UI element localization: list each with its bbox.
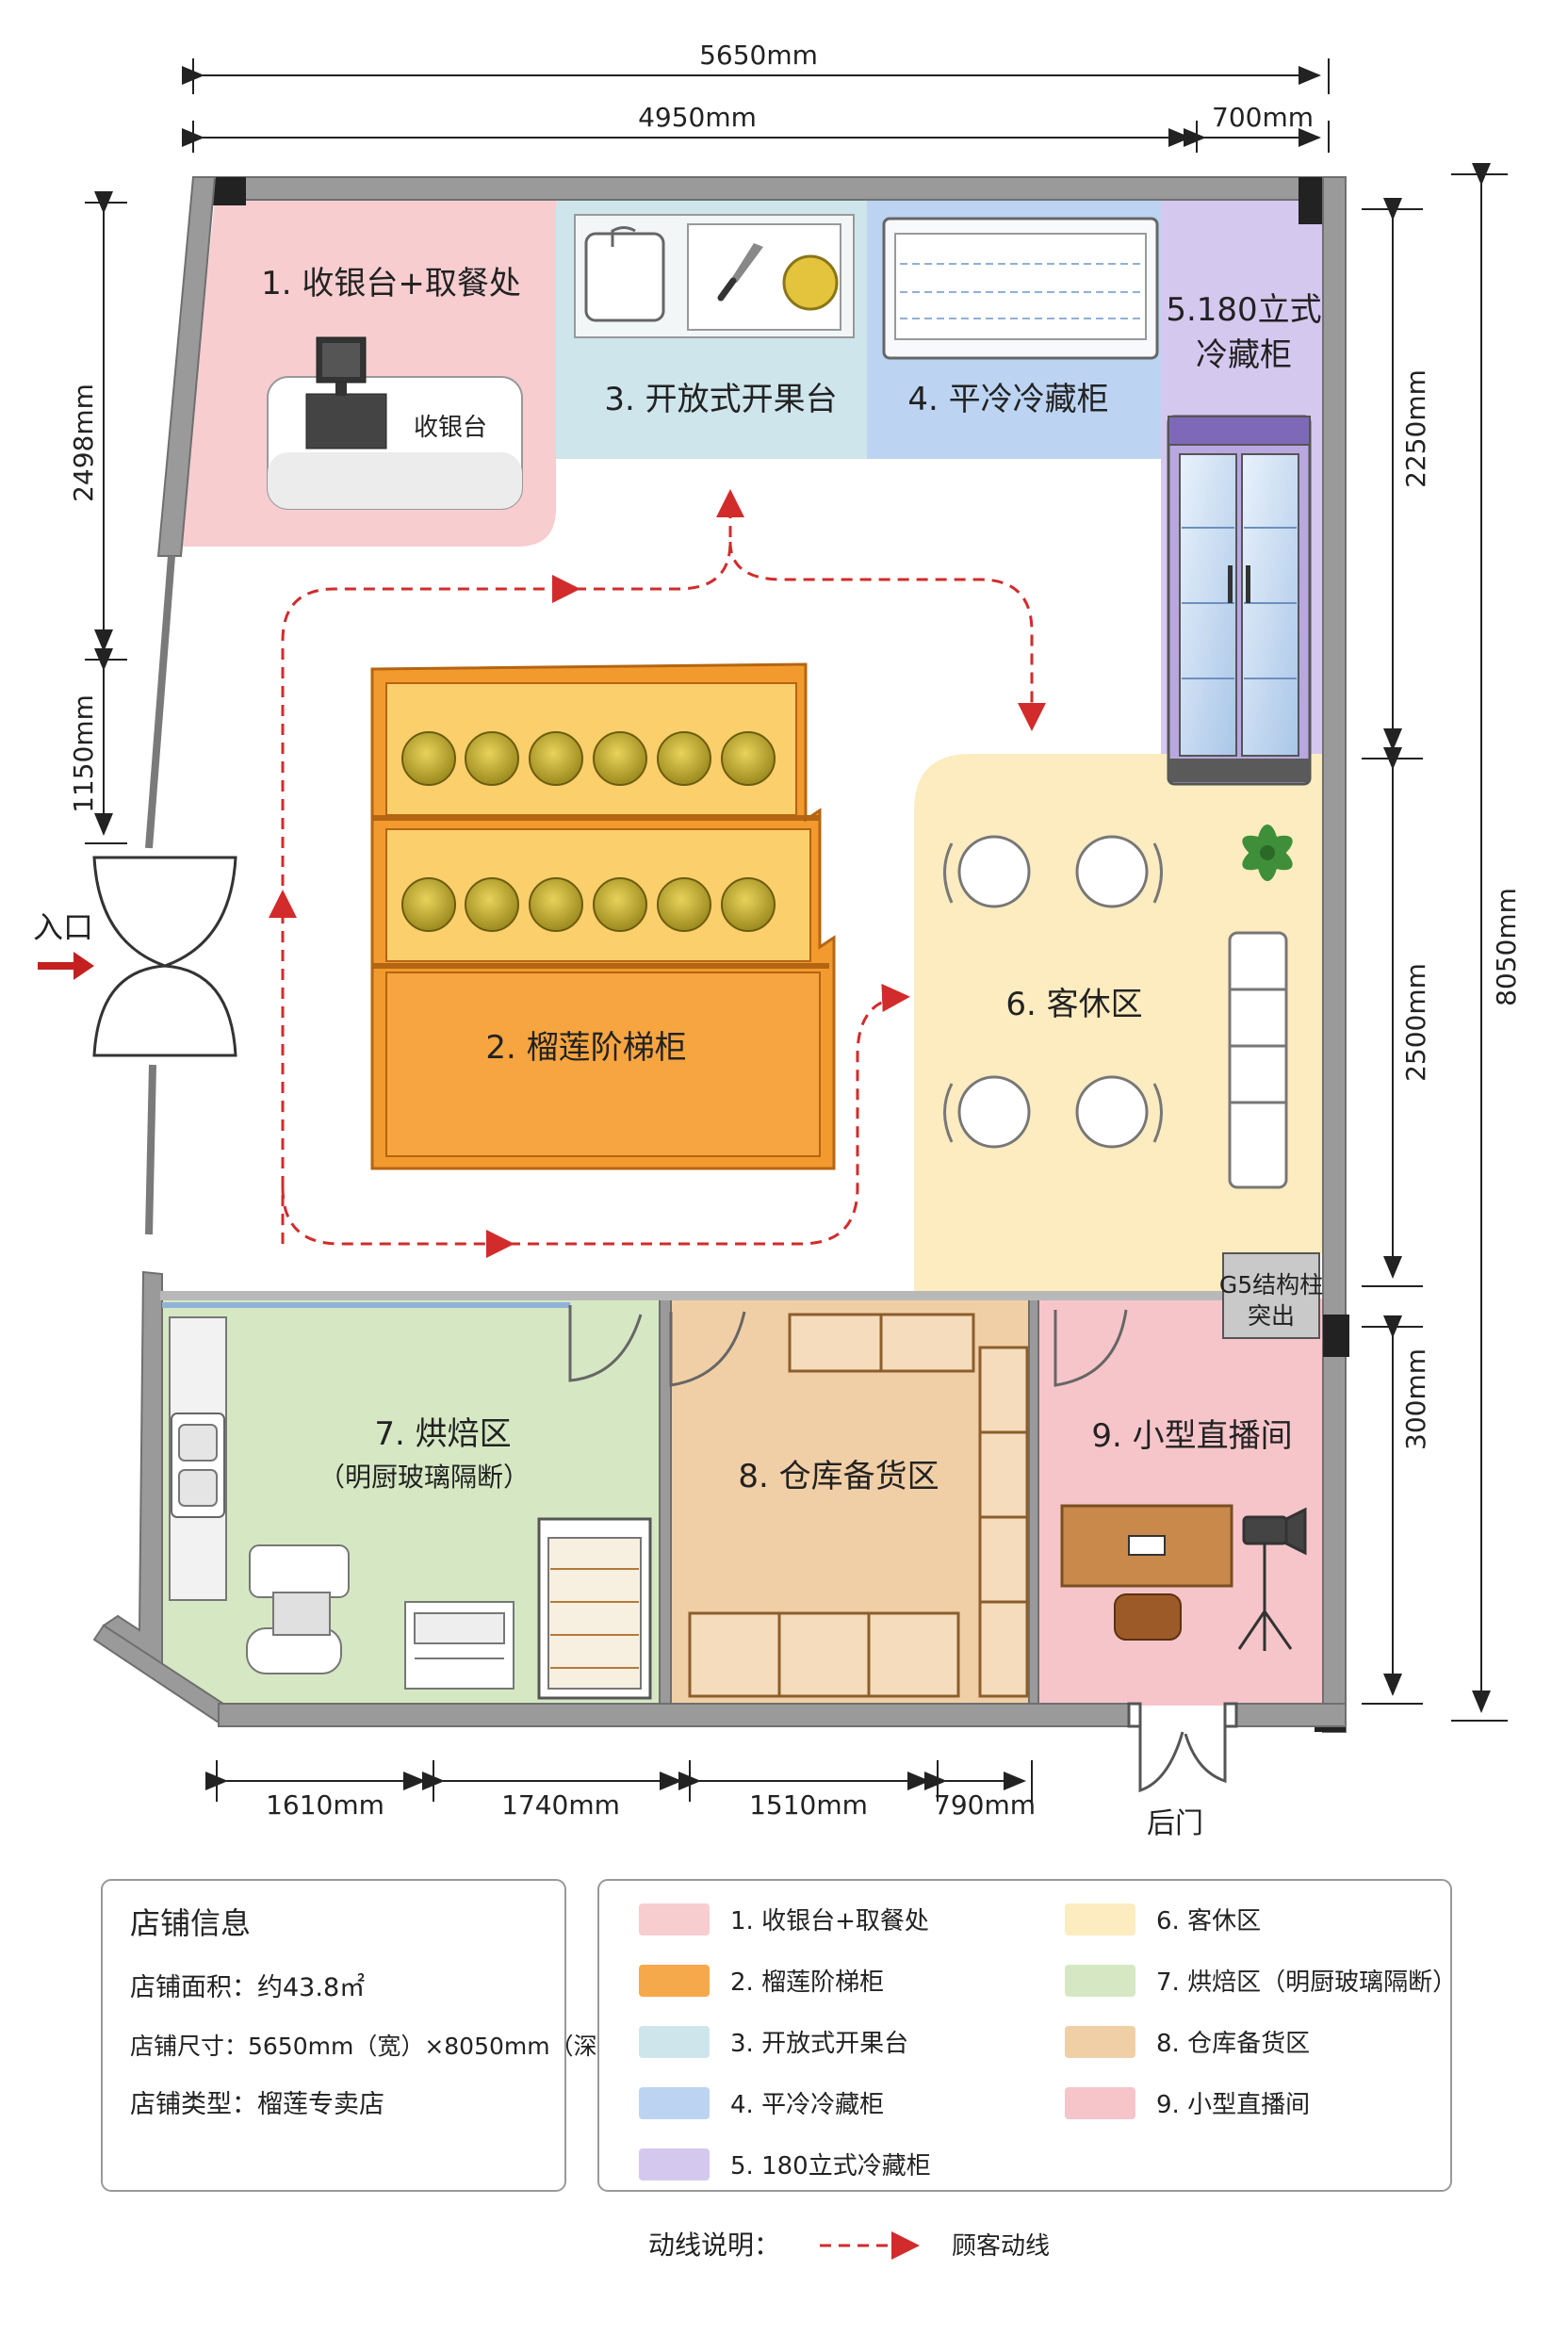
durian-icon	[721, 877, 776, 932]
durian-icon	[529, 731, 583, 786]
legend-label: 8. 仓库备货区	[1156, 2030, 1310, 2058]
durian-icon	[401, 877, 456, 932]
dim-left-lower: 1150mm	[68, 694, 99, 813]
dim-right-low: 300mm	[1400, 1348, 1431, 1450]
zone-3-label: 3. 开放式开果台	[604, 381, 837, 418]
dim-side-width: 700mm	[1212, 102, 1314, 133]
zone-8-label: 8. 仓库备货区	[738, 1458, 939, 1495]
dim-main-width: 4950mm	[638, 102, 757, 133]
legend-swatch	[639, 2148, 710, 2180]
structural-column	[1222, 1252, 1320, 1339]
info-size: 店铺尺寸：5650mm（宽）×8050mm（深）	[130, 2033, 621, 2060]
durian-icon	[657, 877, 711, 932]
cashier-counter	[267, 336, 523, 510]
camera-icon	[1237, 1507, 1307, 1651]
dim-right-top: 2250mm	[1400, 369, 1431, 488]
zone-1-label: 1. 收银台+取餐处	[261, 265, 521, 302]
info-type: 店铺类型：榴莲专卖店	[130, 2090, 384, 2119]
legend-label: 2. 榴莲阶梯柜	[730, 1968, 884, 1997]
back-door-label: 后门	[1147, 1807, 1203, 1840]
legend-swatch	[639, 1903, 710, 1936]
live-room-door[interactable]	[1054, 1309, 1128, 1387]
dim-total-width: 5650mm	[699, 40, 818, 71]
back-door[interactable]	[1127, 1702, 1238, 1793]
zone-5-label-line2: 冷藏柜	[1196, 336, 1292, 374]
flow-legend-label: 顾客动线	[952, 2232, 1050, 2261]
column-label-line2: 突出	[1248, 1302, 1295, 1330]
durian-icon	[465, 877, 519, 932]
zone-9-label: 9. 小型直播间	[1091, 1417, 1292, 1455]
durian-icon	[782, 254, 839, 311]
walls	[92, 176, 1349, 1733]
legend-label: 3. 开放式开果台	[730, 2030, 908, 2058]
lounge-furniture	[943, 835, 1288, 1189]
legend-swatch	[1065, 2087, 1135, 2119]
flat-fridge	[882, 217, 1159, 360]
legend-label: 5. 180立式冷藏柜	[730, 2152, 931, 2180]
zone-4-label: 4. 平冷冷藏柜	[907, 381, 1108, 418]
zone-9-live-room	[1035, 1298, 1323, 1706]
dimension-top	[182, 58, 1330, 153]
legend-swatch	[639, 1965, 710, 1997]
durian-icon	[593, 731, 647, 786]
legend-label: 6. 客休区	[1156, 1907, 1261, 1936]
dim-bottom-2: 1740mm	[501, 1789, 620, 1821]
durian-icon	[657, 731, 711, 786]
live-desk	[1060, 1504, 1233, 1641]
fruit-table	[574, 214, 855, 338]
dim-total-depth: 8050mm	[1491, 888, 1522, 1006]
entrance-arrow-icon	[38, 952, 94, 980]
legend-label: 9. 小型直播间	[1156, 2091, 1310, 2119]
cashier-label: 收银台	[414, 414, 487, 442]
info-title: 店铺信息	[130, 1905, 251, 1941]
dim-left-upper: 2498mm	[68, 384, 99, 502]
upright-fridge	[1167, 415, 1312, 786]
dim-bottom-1: 1610mm	[266, 1789, 384, 1821]
bakery-door[interactable]	[568, 1305, 643, 1382]
plant-icon	[1242, 825, 1293, 881]
entrance-label: 入口	[33, 909, 93, 945]
storage-door[interactable]	[669, 1311, 746, 1387]
legend-swatch	[1065, 1965, 1135, 1997]
durian-icon	[401, 731, 456, 786]
bakery-equipment	[169, 1316, 652, 1700]
durian-icon	[721, 731, 776, 786]
durian-icon	[529, 877, 583, 932]
dim-bottom-4: 790mm	[934, 1789, 1036, 1821]
storage-shelves	[688, 1313, 1029, 1698]
zone-2-label: 2. 榴莲阶梯柜	[485, 1029, 686, 1067]
column-label-line1: G5结构柱	[1219, 1271, 1323, 1298]
zone-7-sublabel: （明厨玻璃隔断）	[318, 1462, 530, 1493]
info-area: 店铺面积：约43.8㎡	[130, 1973, 365, 2002]
durian-icon	[465, 731, 519, 786]
entrance-door[interactable]	[92, 856, 237, 1057]
legend: 1. 收银台+取餐处 2. 榴莲阶梯柜 3. 开放式开果台 4. 平冷冷藏柜 5. 18…	[639, 1903, 1457, 2180]
customer-flow-path	[269, 489, 1046, 1258]
legend-panel	[597, 1879, 1452, 2192]
knife-icon	[717, 243, 763, 302]
zone-7-label: 7. 烘焙区	[374, 1415, 511, 1453]
dimension-bottom	[205, 1760, 1033, 1802]
legend-swatch	[639, 2087, 710, 2119]
dim-right-mid: 2500mm	[1400, 963, 1431, 1082]
legend-label: 7. 烘焙区（明厨玻璃隔断）	[1156, 1968, 1457, 1997]
info-panel	[101, 1879, 566, 2192]
legend-swatch	[1065, 1903, 1135, 1936]
flow-legend-title: 动线说明：	[648, 2230, 780, 2261]
durian-icon	[593, 877, 647, 932]
dimension-left	[85, 191, 127, 844]
dimension-right	[1362, 163, 1508, 1722]
legend-label: 1. 收银台+取餐处	[730, 1907, 929, 1936]
durian-shelf	[370, 662, 836, 1170]
legend-label: 4. 平冷冷藏柜	[730, 2091, 884, 2119]
legend-swatch	[1065, 2026, 1135, 2058]
zone-5-label-line1: 5.180立式	[1166, 291, 1321, 329]
dim-bottom-3: 1510mm	[749, 1789, 868, 1821]
zone-6-label: 6. 客休区	[1005, 986, 1142, 1023]
legend-swatch	[639, 2026, 710, 2058]
